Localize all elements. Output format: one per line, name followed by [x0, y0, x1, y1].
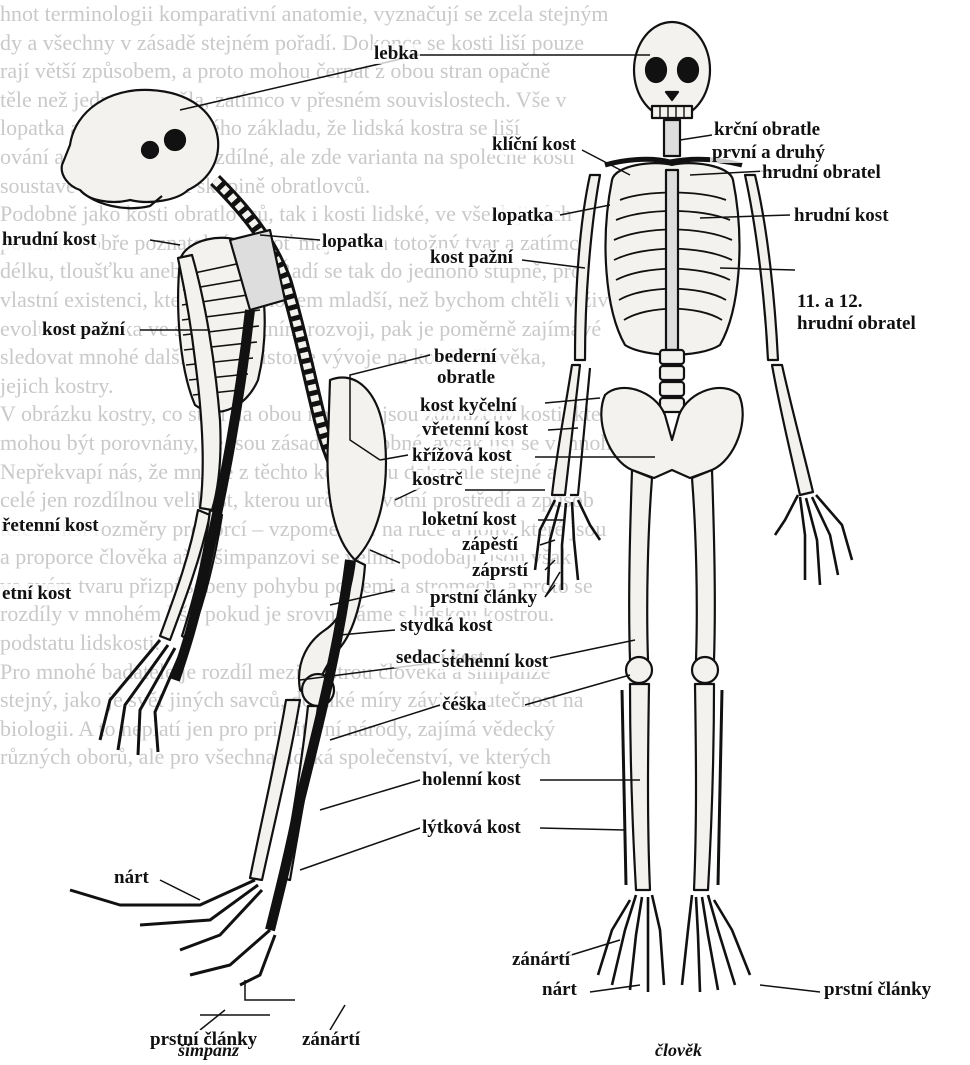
chimp-foot — [70, 880, 275, 985]
human-left-femur — [629, 470, 652, 660]
label-lopatka-human: lopatka — [490, 206, 555, 226]
label-zaprsti: záprstí — [470, 561, 530, 581]
label-lebka: lebka — [372, 44, 420, 64]
human-right-patella — [692, 657, 718, 683]
label-stydka-kost: stydká kost — [398, 616, 494, 636]
label-krcni-obratle: krční obratle — [712, 120, 822, 140]
human-left-patella — [626, 657, 652, 683]
caption-human: člověk — [655, 1040, 702, 1061]
label-krizova-kost: křížová kost — [410, 446, 514, 466]
label-holenni-kost: holenní kost — [420, 770, 523, 790]
label-kostrc: kostrč — [410, 470, 465, 490]
human-left-hand — [535, 500, 600, 590]
human-right-forearm — [772, 365, 813, 495]
label-loketni-kost: loketní kost — [420, 510, 519, 530]
label-kost-pazni-chimp: kost pažní — [40, 320, 127, 340]
chimpanzee-skeleton — [62, 90, 386, 985]
human-left-tibia — [630, 684, 650, 890]
chimp-pelvis — [327, 378, 385, 561]
label-hrudni-kost-chimp: hrudní kost — [0, 230, 99, 250]
label-vretenni-kost: vřetenní kost — [420, 420, 530, 440]
chimp-hand — [100, 640, 182, 755]
label-kost-pazni-human: kost pažní — [428, 248, 515, 268]
label-lytkova-kost: lýtková kost — [420, 818, 523, 838]
label-zapesti: zápěstí — [460, 535, 520, 555]
label-retenni-kost: řetenní kost — [0, 516, 101, 536]
label-zanarti-human: zánártí — [510, 950, 572, 970]
label-prstni-clanky-hand: prstní články — [428, 588, 539, 608]
label-prvni-a-druhy: první a druhý — [710, 143, 827, 163]
label-ceska: čéška — [440, 695, 488, 715]
label-nart-human: nárt — [540, 980, 579, 1000]
label-obratle: obratle — [435, 368, 497, 388]
label-hrudni-kost-human: hrudní kost — [792, 206, 891, 226]
human-right-hand — [775, 495, 852, 585]
human-right-tibia — [694, 684, 714, 890]
label-prstni-clanky-human-foot: prstní články — [822, 980, 933, 1000]
caption-chimp: šimpanz — [178, 1040, 239, 1061]
human-lumbar-spine — [660, 350, 684, 412]
label-zanarti-chimp: zánártí — [300, 1030, 362, 1050]
label-11-a-12: 11. a 12. — [795, 292, 864, 312]
label-bederni: bederní — [432, 347, 498, 367]
label-hrudni-obratel-2: hrudní obratel — [795, 314, 918, 334]
label-nart-chimp: nárt — [112, 868, 151, 888]
human-right-femur — [692, 470, 715, 660]
label-stehenni-kost: stehenní kost — [440, 652, 550, 672]
label-klicni-kost: klíční kost — [490, 135, 578, 155]
human-right-humerus — [745, 175, 778, 360]
human-right-foot — [682, 895, 750, 992]
label-hrudni-obratel: hrudní obratel — [760, 163, 883, 183]
label-lopatka-chimp: lopatka — [320, 232, 385, 252]
label-kost-kycelni: kost kyčelní — [418, 396, 519, 416]
label-etni-kost: etní kost — [0, 584, 73, 604]
